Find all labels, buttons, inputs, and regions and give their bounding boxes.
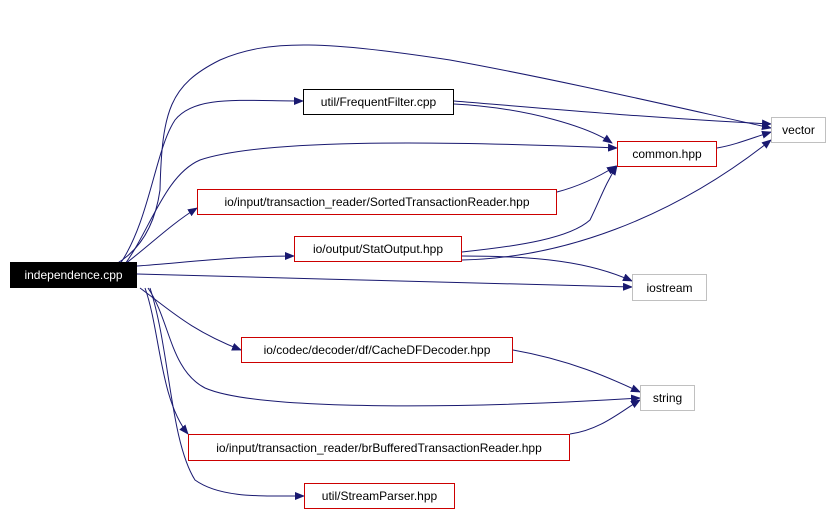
edge-independence-to-stream-parser [149, 287, 305, 501]
edge-stat-output-to-common [461, 165, 618, 253]
edge-frequent-filter-to-common [453, 103, 613, 144]
edge-sorted-reader-to-common [556, 165, 617, 193]
node-vector[interactable]: vector [771, 117, 826, 143]
edge-frequent-filter-to-vector [453, 100, 772, 128]
edge-independence-to-common [124, 142, 618, 265]
node-independence-cpp[interactable]: independence.cpp [10, 262, 137, 288]
node-br-buffered-transaction-reader-hpp[interactable]: io/input/transaction_reader/brBufferedTr… [188, 434, 570, 461]
edge-common-to-vector [716, 130, 772, 149]
edge-independence-to-cache-df [139, 287, 242, 351]
edge-independence-to-stat-output [136, 252, 295, 267]
edge-independence-to-iostream [136, 273, 633, 291]
node-common-hpp[interactable]: common.hpp [617, 141, 717, 167]
edge-cache-df-to-string [512, 349, 641, 393]
edge-independence-to-string [147, 287, 641, 407]
edge-br-buffered-to-string [569, 399, 641, 435]
node-stream-parser-hpp[interactable]: util/StreamParser.hpp [304, 483, 455, 509]
edge-independence-to-sorted-reader [124, 207, 198, 265]
node-stat-output-hpp[interactable]: io/output/StatOutput.hpp [294, 236, 462, 262]
edge-stat-output-to-iostream [461, 255, 633, 282]
edge-independence-to-frequent-filter [119, 96, 304, 265]
edge-independence-to-br-buffered [144, 287, 189, 435]
node-string[interactable]: string [640, 385, 695, 411]
node-cache-df-decoder-hpp[interactable]: io/codec/decoder/df/CacheDFDecoder.hpp [241, 337, 513, 363]
edge-stat-output-to-vector [461, 139, 772, 261]
node-iostream[interactable]: iostream [632, 274, 707, 301]
edge-independence-to-vector [115, 44, 772, 265]
node-frequent-filter-cpp[interactable]: util/FrequentFilter.cpp [303, 89, 454, 115]
node-sorted-transaction-reader-hpp[interactable]: io/input/transaction_reader/SortedTransa… [197, 189, 557, 215]
